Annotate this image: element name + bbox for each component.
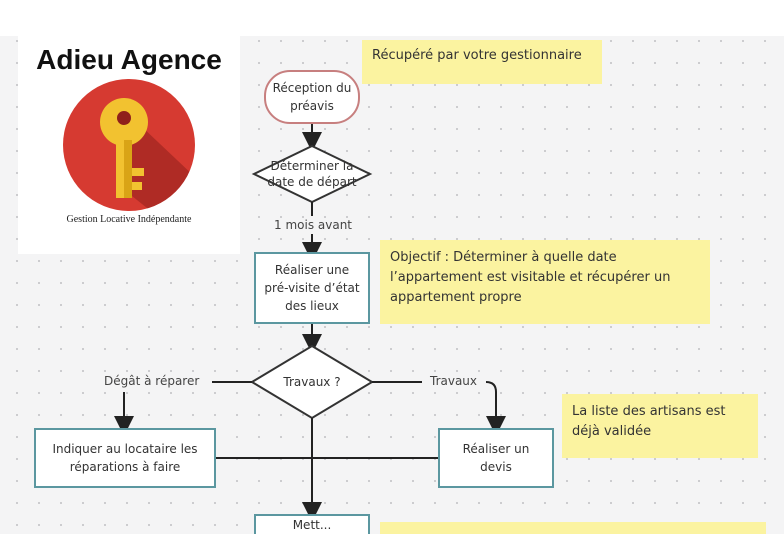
top-margin bbox=[0, 0, 784, 36]
edge-label-degat: Dégât à réparer bbox=[104, 374, 200, 388]
node-devis[interactable]: Réaliser un devis bbox=[438, 428, 554, 488]
node-travaux[interactable]: Travaux ? bbox=[272, 374, 352, 390]
edge-label-un-mois: 1 mois avant bbox=[274, 218, 352, 232]
node-reception-label: Réception du préavis bbox=[272, 81, 352, 113]
node-indiquer-label: Indiquer au locataire les réparations à … bbox=[52, 442, 198, 474]
node-previsite[interactable]: Réaliser une pré-visite d’état des lieux bbox=[254, 252, 370, 324]
edge-travaux-devis bbox=[485, 381, 506, 436]
logo-panel: Adieu Agence Gestion Locative Indépendan… bbox=[18, 36, 240, 254]
node-determiner-label: Déterminer la date de départ bbox=[267, 159, 357, 189]
note-bottom bbox=[380, 522, 766, 534]
note-objectif: Objectif : Déterminer à quelle date l’ap… bbox=[380, 240, 710, 324]
note-gestionnaire-text: Récupéré par votre gestionnaire bbox=[372, 48, 582, 63]
note-artisans: La liste des artisans est déjà validée bbox=[562, 394, 758, 458]
edge-label-travaux: Travaux bbox=[430, 374, 478, 388]
logo-title: Adieu Agence bbox=[36, 44, 222, 75]
key-icon bbox=[63, 79, 195, 211]
node-previsite-label: Réaliser une pré-visite d’état des lieux bbox=[264, 263, 360, 313]
note-objectif-text: Objectif : Déterminer à quelle date l’ap… bbox=[390, 250, 671, 305]
node-determiner[interactable]: Déterminer la date de départ bbox=[262, 158, 362, 190]
node-reception[interactable]: Réception du préavis bbox=[264, 70, 360, 124]
node-indiquer[interactable]: Indiquer au locataire les réparations à … bbox=[34, 428, 216, 488]
logo-subtitle: Gestion Locative Indépendante bbox=[66, 214, 192, 225]
node-mettre-label: Mett... bbox=[292, 518, 332, 532]
node-travaux-label: Travaux ? bbox=[283, 375, 341, 389]
node-devis-label: Réaliser un devis bbox=[462, 442, 530, 474]
note-gestionnaire: Récupéré par votre gestionnaire bbox=[362, 40, 602, 84]
node-mettre[interactable]: Mett... bbox=[254, 514, 370, 534]
note-artisans-text: La liste des artisans est déjà validée bbox=[572, 404, 726, 439]
